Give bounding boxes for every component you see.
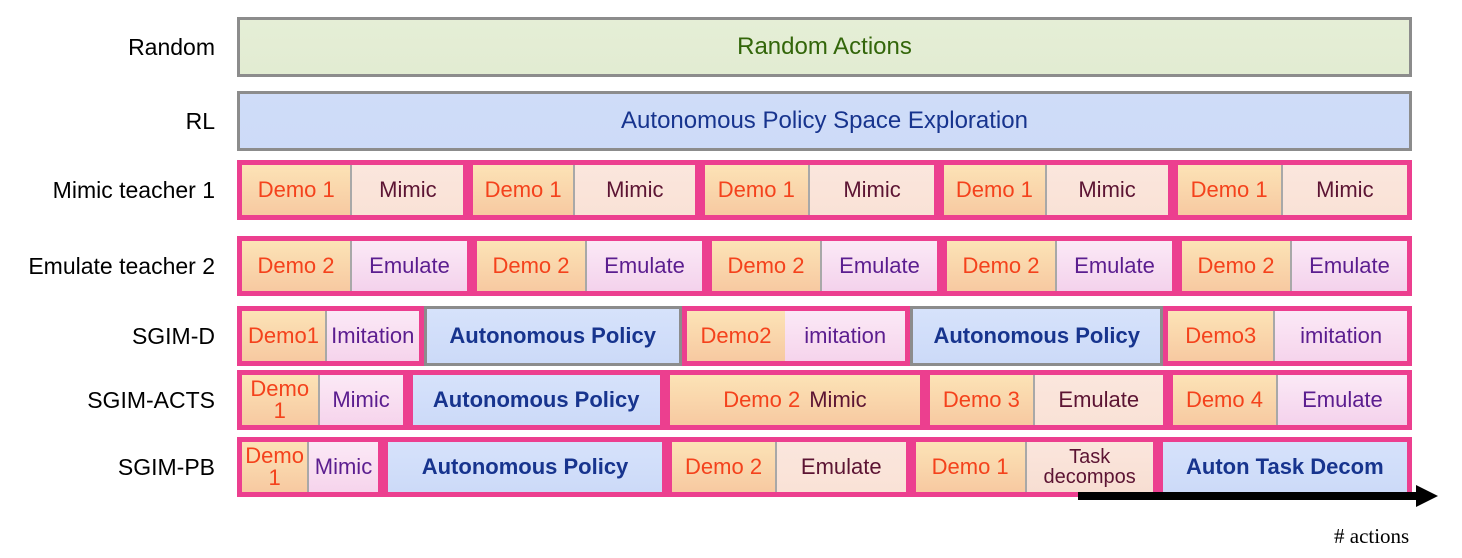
phase-cell: Emulate: [820, 241, 937, 291]
phase-cell: Demo2: [686, 311, 786, 361]
phase-cell: Demo 3: [930, 375, 1033, 425]
arrow-head-icon: [1416, 485, 1438, 507]
row-label-sgim-d: SGIM-D: [131, 322, 215, 349]
phase-cell: Mimic: [350, 165, 464, 215]
phase-cell: Emulate: [585, 241, 702, 291]
phase-cell: Mimic: [1280, 165, 1407, 215]
phase-cell: Demo 1: [242, 375, 318, 425]
phase-cell: Emulate: [1290, 241, 1407, 291]
phase-cell: Autonomous Policy: [913, 309, 1161, 363]
phase-group: Demo 2 Mimic: [664, 370, 926, 430]
phase-group: Autonomous Policy: [382, 437, 668, 497]
timeline-row: Autonomous Policy Space Exploration: [237, 91, 1412, 151]
phase-cell: Mimic: [572, 165, 695, 215]
axis-label: # actions: [1334, 524, 1410, 548]
phase-cell: Autonomous Policy: [387, 442, 663, 492]
phase-cell: Demo 1: [242, 165, 351, 215]
phase-cell: Mimic: [807, 165, 935, 215]
strategy-label: Mimic: [809, 386, 867, 412]
phase-cell: Demo 2: [672, 442, 775, 492]
phase-cell: Demo 4: [1173, 375, 1276, 425]
row-label-sgim-acts: SGIM-ACTS: [87, 386, 215, 413]
phase-cell: Autonomous Policy: [412, 375, 660, 425]
phase-cell: Demo 2: [1182, 241, 1290, 291]
row-label-mimic-teacher-1: Mimic teacher 1: [52, 176, 215, 203]
row-label-emulate-teacher-2: Emulate teacher 2: [28, 252, 215, 279]
phase-cell: Emulate: [774, 442, 906, 492]
phase-cell: imitation: [1273, 311, 1407, 361]
row-label-random: Random: [128, 33, 215, 60]
phase-cell: Demo 1: [242, 442, 308, 492]
phase-bar: Random Actions: [237, 17, 1412, 77]
phase-label: Random Actions: [737, 33, 912, 60]
row-label-sgim-pb: SGIM-PB: [117, 453, 215, 480]
phase-cell: Imitation: [324, 311, 419, 361]
row-label-rl: RL: [185, 107, 215, 134]
timeline-row: Random Actions: [237, 17, 1412, 77]
phase-cell: Demo 1: [473, 165, 573, 215]
demo-label: Demo 2: [723, 386, 801, 412]
phase-cell: Mimic: [1044, 165, 1168, 215]
phase-cell: Demo 1: [915, 442, 1025, 492]
phase-cell: Auton Task Decom: [1162, 442, 1407, 492]
phase-cell: Emulate: [350, 241, 467, 291]
phase-cell: Emulate: [1275, 375, 1407, 425]
phase-cell: Mimic: [307, 442, 378, 492]
phase-cell: Demo 1: [1177, 165, 1281, 215]
phase-cell: Demo 2: [947, 241, 1055, 291]
phase-group: Autonomous Policy: [423, 306, 682, 366]
phase-cell: Autonomous Policy: [426, 309, 679, 363]
phase-cell: Mimic: [317, 375, 403, 425]
phase-cell-combo: Demo 2 Mimic: [669, 375, 921, 425]
phase-cell: Emulate: [1055, 241, 1172, 291]
phase-cell: imitation: [785, 311, 906, 361]
phase-cell: Demo3: [1168, 311, 1274, 361]
phase-label: Autonomous Policy Space Exploration: [621, 107, 1028, 134]
phase-cell: Demo 1: [704, 165, 808, 215]
phase-cell: Emulate: [1032, 375, 1163, 425]
phase-group: Autonomous Policy: [407, 370, 665, 430]
phase-cell: Demo 1: [944, 165, 1045, 215]
phase-group: Auton Task Decom: [1157, 437, 1412, 497]
phase-cell: Demo 2: [242, 241, 350, 291]
phase-cell: Demo 2: [477, 241, 585, 291]
phase-cell: Demo1: [242, 311, 325, 361]
phase-bar: Autonomous Policy Space Exploration: [237, 91, 1412, 151]
axis-line: [1078, 492, 1418, 500]
phase-cell: Demo 2: [712, 241, 820, 291]
phase-group: Autonomous Policy: [910, 306, 1164, 366]
